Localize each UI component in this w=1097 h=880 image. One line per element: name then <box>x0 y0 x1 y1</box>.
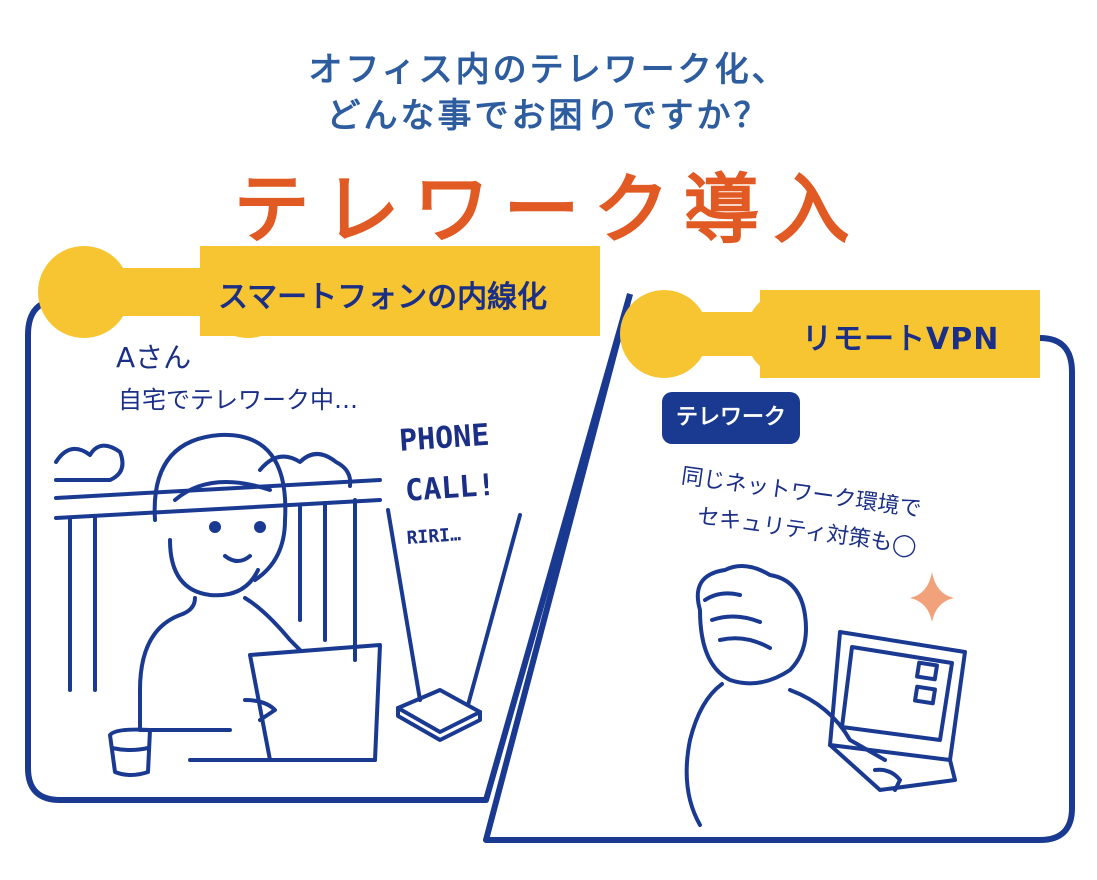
subtitle-line-2: どんな事でお困りですか？ <box>326 96 771 136</box>
right-panel-frame <box>483 293 1075 843</box>
person-name: Aさん <box>116 341 192 374</box>
right-label-banner <box>620 290 1040 378</box>
person-status: 自宅でテレワーク中… <box>118 386 358 414</box>
phone-text-line-3: RIRI… <box>406 524 462 549</box>
phone-illustration <box>386 508 522 742</box>
left-panel-label: スマートフォンの内線化 <box>218 280 548 315</box>
man-with-laptop-illustration <box>684 564 967 827</box>
phone-text-line-2: CALL! <box>404 467 497 509</box>
subtitle-line-1: オフィス内のテレワーク化、 <box>308 50 789 90</box>
left-label-banner <box>38 246 600 338</box>
sparkle-icon <box>910 572 954 622</box>
balcony-illustration <box>54 443 382 692</box>
right-panel-label: リモートVPN <box>802 322 1000 357</box>
woman-with-laptop-illustration <box>108 432 382 777</box>
main-title: テレワーク導入 <box>233 165 864 254</box>
telework-tag: テレワーク <box>662 392 800 444</box>
phone-text-line-1: PHONE <box>398 417 491 459</box>
